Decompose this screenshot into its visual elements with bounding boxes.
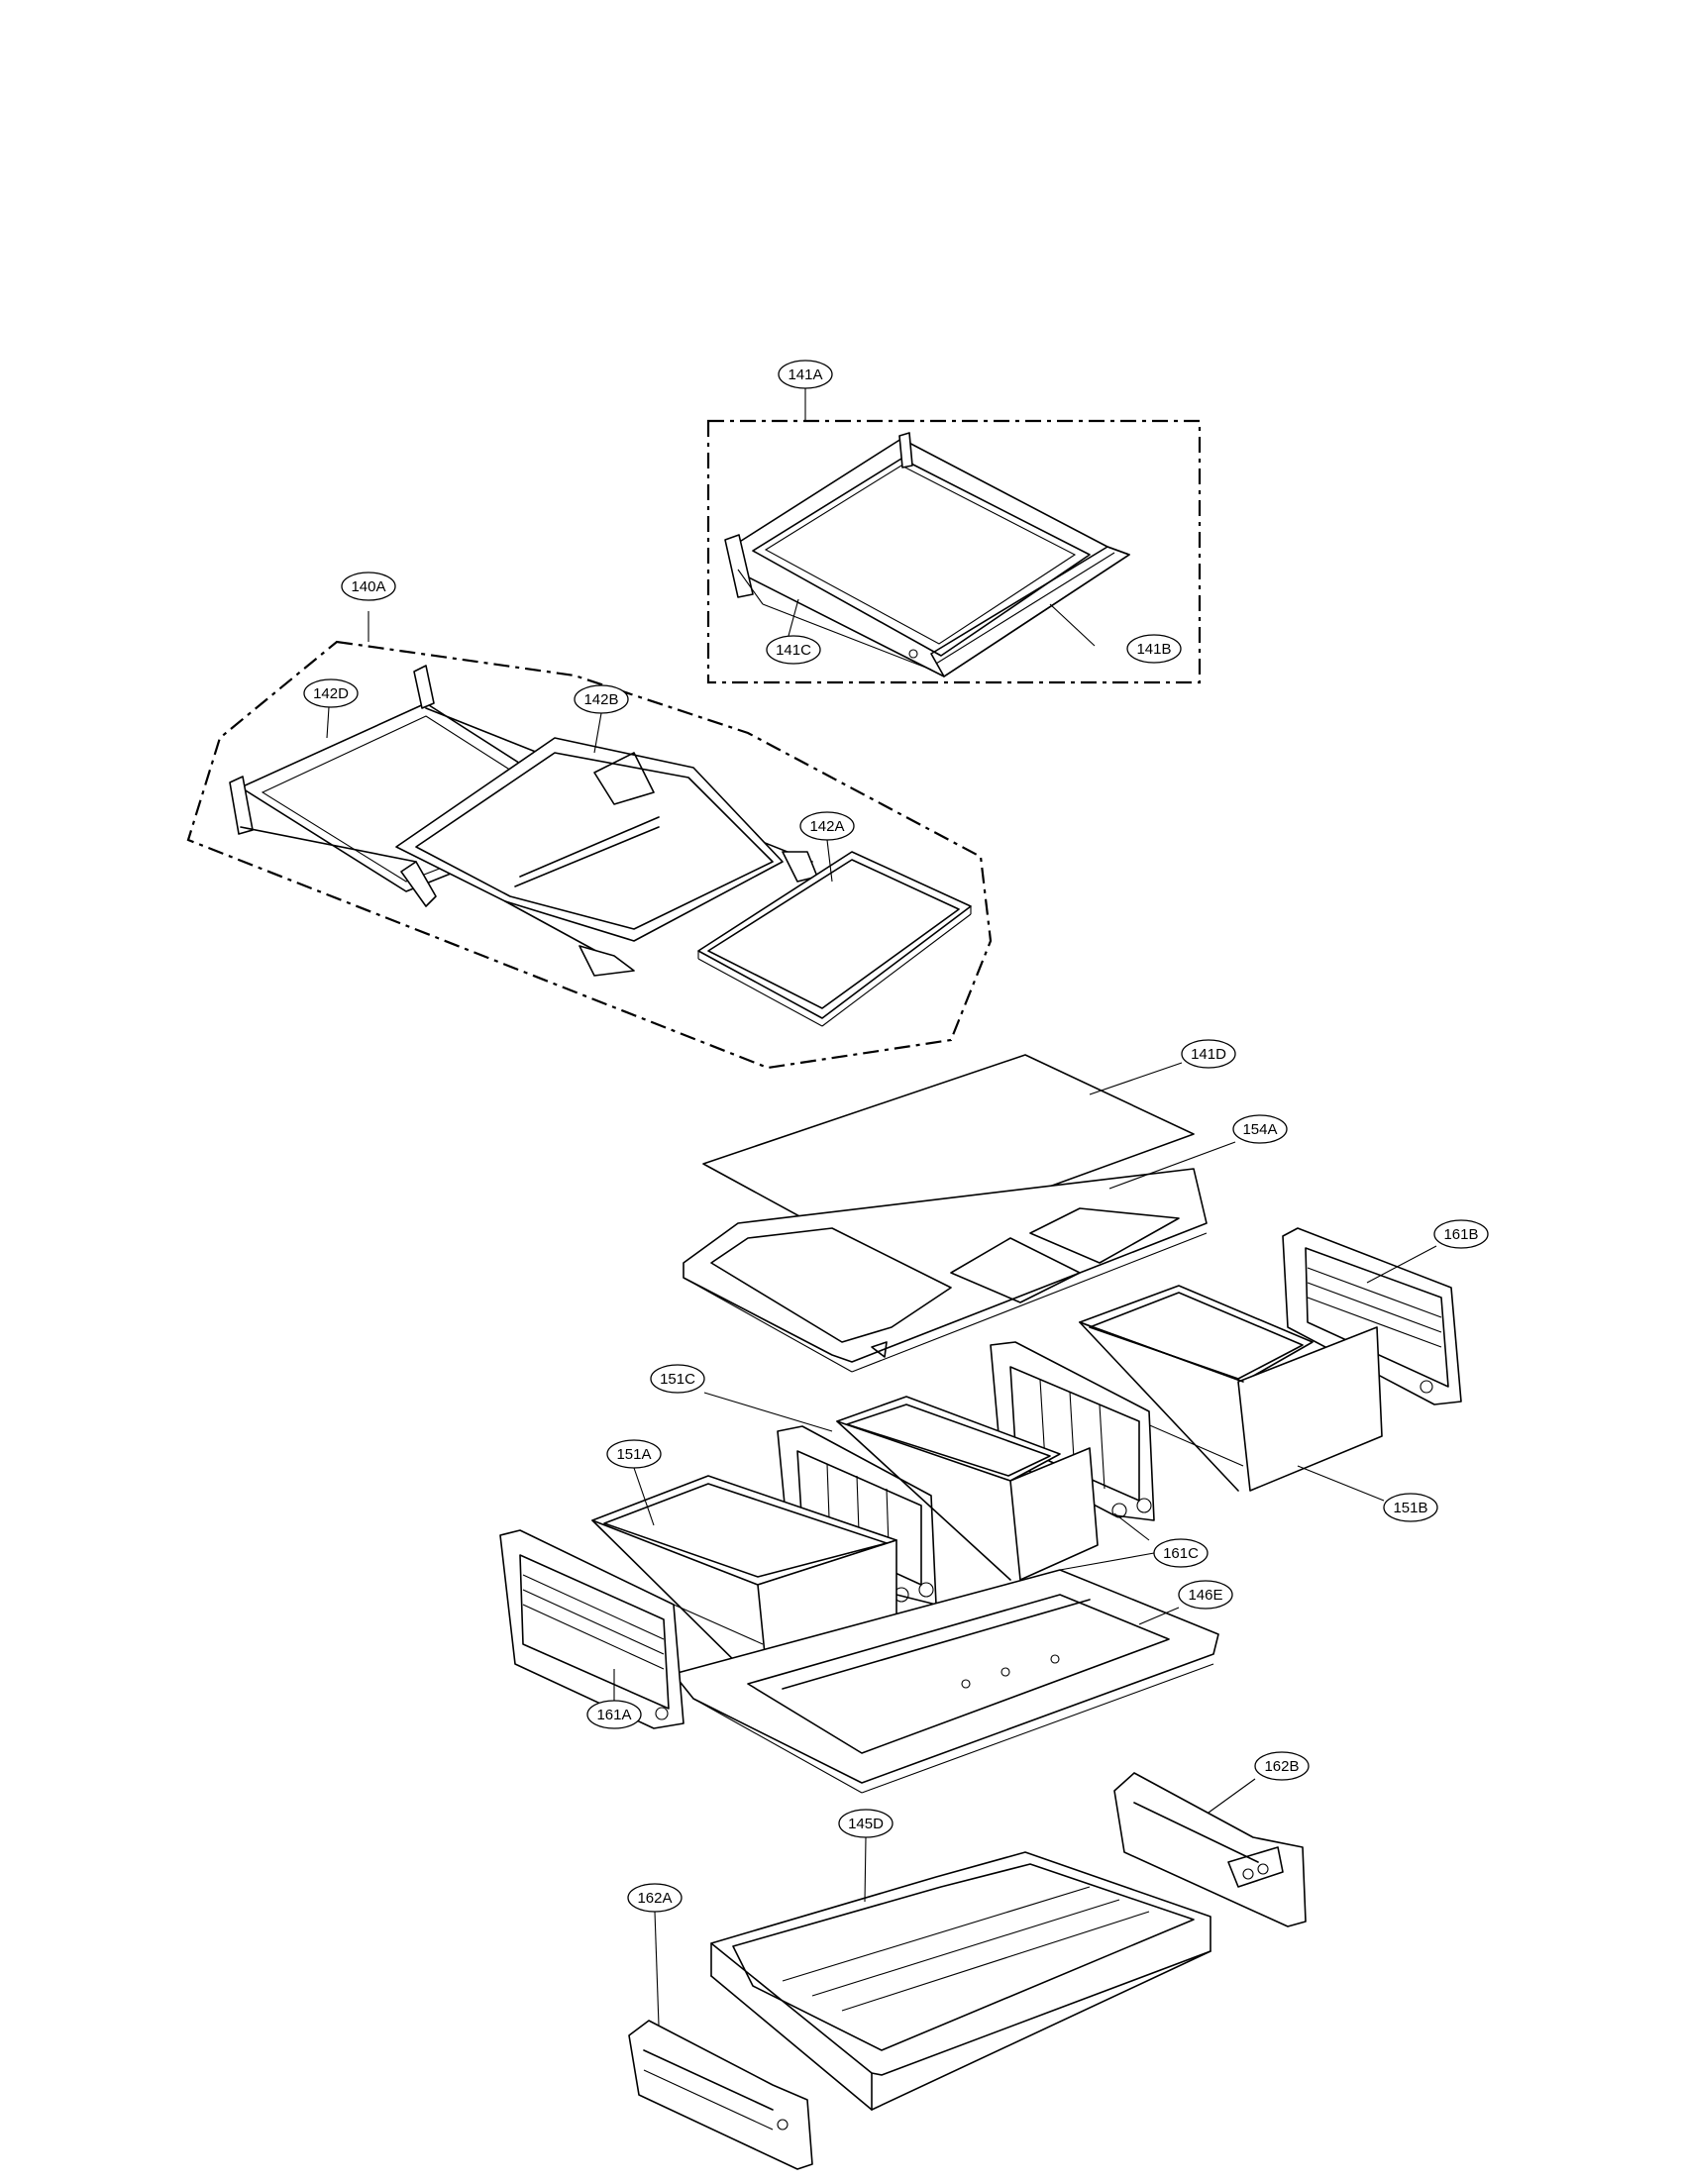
callout-label-162B: 162B: [1264, 1758, 1299, 1775]
callout-142D: 142D: [303, 678, 359, 708]
callout-label-141A: 141A: [788, 366, 822, 383]
crisper-drawer-151C: [836, 1396, 1099, 1581]
callout-141D: 141D: [1181, 1039, 1236, 1069]
callout-141A: 141A: [778, 360, 833, 389]
callout-161A: 161A: [586, 1700, 642, 1729]
crisper-drawer-151B: [1079, 1285, 1383, 1492]
group-outline-140A: [186, 640, 993, 1070]
callout-label-142A: 142A: [809, 818, 844, 835]
callout-161B: 161B: [1433, 1219, 1489, 1249]
group-outline-141A: [706, 419, 1202, 684]
callout-label-142D: 142D: [313, 685, 349, 702]
callout-142A: 142A: [799, 811, 855, 841]
callout-label-141C: 141C: [776, 642, 811, 659]
callout-151A: 151A: [606, 1439, 662, 1469]
cover-frame-154A: [683, 1168, 1208, 1373]
rail-162A: [628, 2020, 813, 2170]
callout-141C: 141C: [766, 635, 821, 665]
callout-154A: 154A: [1232, 1114, 1288, 1144]
callout-label-141D: 141D: [1191, 1046, 1226, 1063]
divider-161B: [1282, 1227, 1462, 1405]
callout-label-145D: 145D: [848, 1816, 884, 1832]
freezer-pan-145D: [710, 1851, 1211, 2111]
callout-151C: 151C: [650, 1364, 705, 1394]
bottom-plate-146E: [673, 1569, 1219, 1794]
divider-161A: [499, 1529, 684, 1729]
callout-162A: 162A: [627, 1883, 683, 1913]
assembly-141A: [706, 419, 1202, 684]
callout-145D: 145D: [838, 1809, 894, 1838]
callout-label-146E: 146E: [1188, 1587, 1222, 1604]
callout-label-141B: 141B: [1136, 641, 1171, 658]
callout-label-151C: 151C: [660, 1371, 695, 1388]
callout-151B: 151B: [1383, 1493, 1438, 1522]
shelf-frame-141A: [724, 432, 1130, 677]
callout-146E: 146E: [1178, 1580, 1233, 1610]
shelf-frame-142B: [395, 737, 784, 977]
callout-142B: 142B: [574, 684, 629, 714]
callout-label-162A: 162A: [637, 1890, 672, 1907]
assembly-140A: [186, 640, 993, 1070]
callout-label-151B: 151B: [1393, 1500, 1427, 1516]
callout-label-151A: 151A: [616, 1446, 651, 1463]
callout-140A: 140A: [341, 572, 396, 601]
callout-label-142B: 142B: [583, 691, 618, 708]
callout-label-161A: 161A: [596, 1707, 631, 1723]
rail-162B: [1113, 1772, 1307, 1927]
glass-shelf-142A: [697, 851, 972, 1027]
callout-label-161B: 161B: [1443, 1226, 1478, 1243]
callout-161C: 161C: [1153, 1538, 1209, 1568]
callout-label-140A: 140A: [351, 578, 385, 595]
callout-label-161C: 161C: [1163, 1545, 1199, 1562]
callout-141B: 141B: [1126, 634, 1182, 664]
callout-label-154A: 154A: [1242, 1121, 1277, 1138]
leader-lines: [326, 388, 1437, 2027]
callout-162B: 162B: [1254, 1751, 1310, 1781]
